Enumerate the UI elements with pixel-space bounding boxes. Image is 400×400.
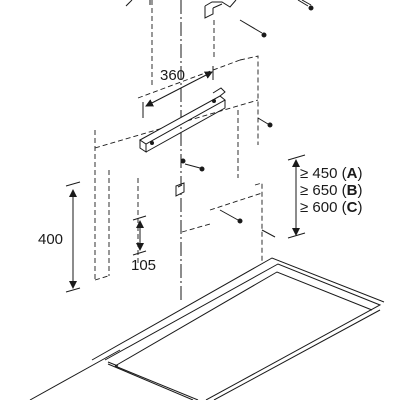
hob-outline (29, 257, 385, 400)
lower-clip (175, 182, 185, 197)
mounting-rail (139, 87, 226, 153)
clearance-b: ≥ 650 (B) (300, 182, 362, 199)
duct-outline (94, 0, 263, 281)
clearance-dimension (287, 154, 306, 239)
top-bracket (204, 0, 237, 19)
clearance-c: ≥ 600 (C) (300, 199, 362, 216)
height-dimension (65, 181, 81, 293)
offset-label: 105 (131, 257, 156, 274)
top-fixing-screws (125, 0, 314, 38)
offset-dimension (132, 215, 147, 256)
width-label: 360 (160, 67, 185, 84)
rail-screws (180, 117, 276, 238)
height-label: 400 (38, 231, 63, 248)
clearance-a: ≥ 450 (A) (300, 165, 362, 182)
width-dimension (142, 66, 214, 118)
